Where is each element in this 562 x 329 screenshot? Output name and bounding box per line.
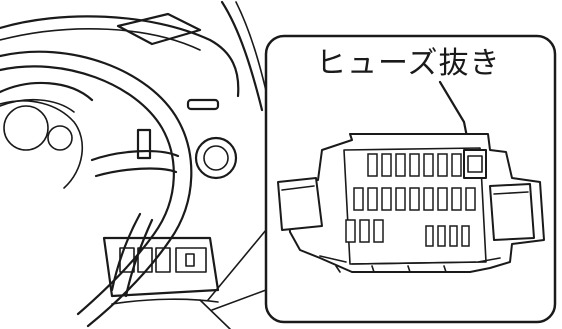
leader-line-upper	[208, 230, 266, 300]
steering-wheel-drawing	[0, 52, 191, 326]
fuse-puller-label: ヒューズ抜き	[316, 44, 516, 84]
leader-line-lower	[212, 290, 266, 310]
